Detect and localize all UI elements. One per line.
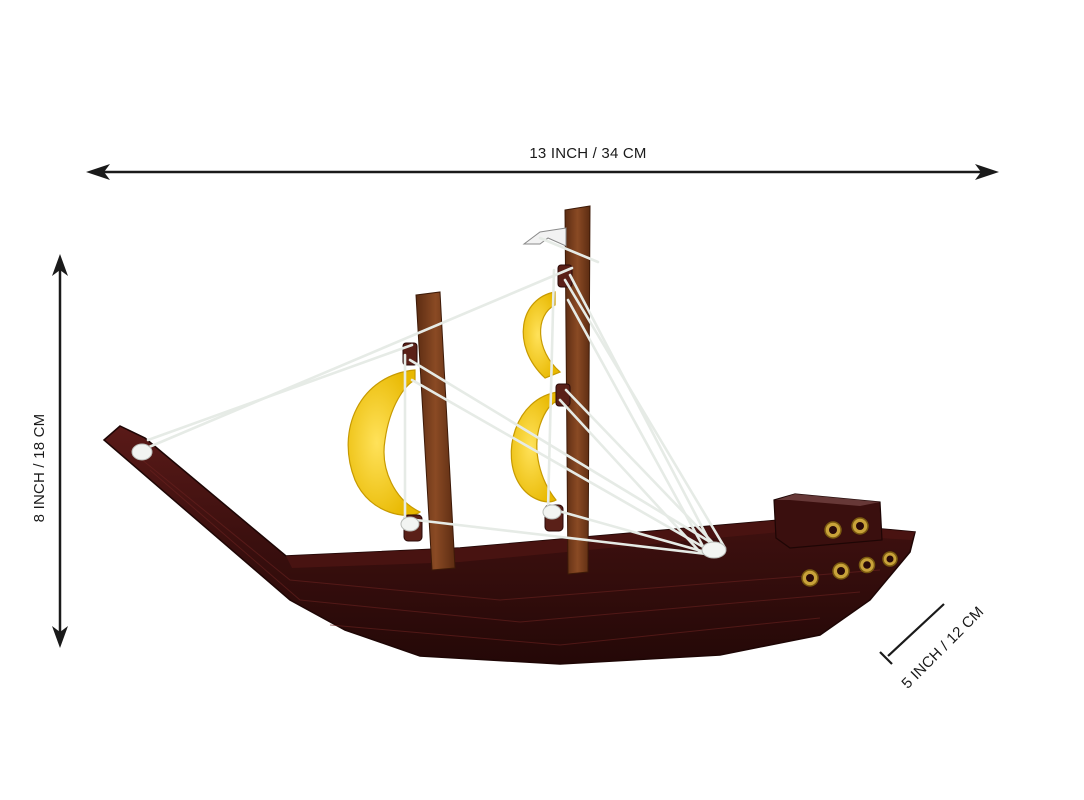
arrow-right-icon (975, 164, 999, 180)
fore-sail (347, 369, 422, 516)
rigging-ropes (140, 236, 727, 557)
masts (415, 205, 591, 575)
width-dimension: 5 INCH / 12 CM (879, 603, 987, 692)
fore-mast (415, 291, 456, 571)
width-arrow-cap-icon (879, 651, 893, 665)
width-arrow-line (887, 603, 945, 657)
arrow-down-icon (52, 626, 68, 648)
length-dimension: 13 INCH / 34 CM (86, 145, 999, 180)
arrow-up-icon (52, 254, 68, 276)
boat-model (102, 205, 916, 665)
main-mast (564, 205, 591, 575)
main-upper-sail (522, 291, 562, 379)
width-label: 5 INCH / 12 CM (898, 603, 987, 692)
rope-knots (131, 443, 727, 559)
length-label: 13 INCH / 34 CM (529, 145, 646, 162)
height-label: 8 INCH / 18 CM (31, 414, 48, 523)
portholes (801, 517, 898, 587)
wood-grain (129, 449, 881, 646)
height-dimension: 8 INCH / 18 CM (31, 254, 68, 648)
arrow-left-icon (86, 164, 110, 180)
flag-icon (522, 227, 567, 247)
